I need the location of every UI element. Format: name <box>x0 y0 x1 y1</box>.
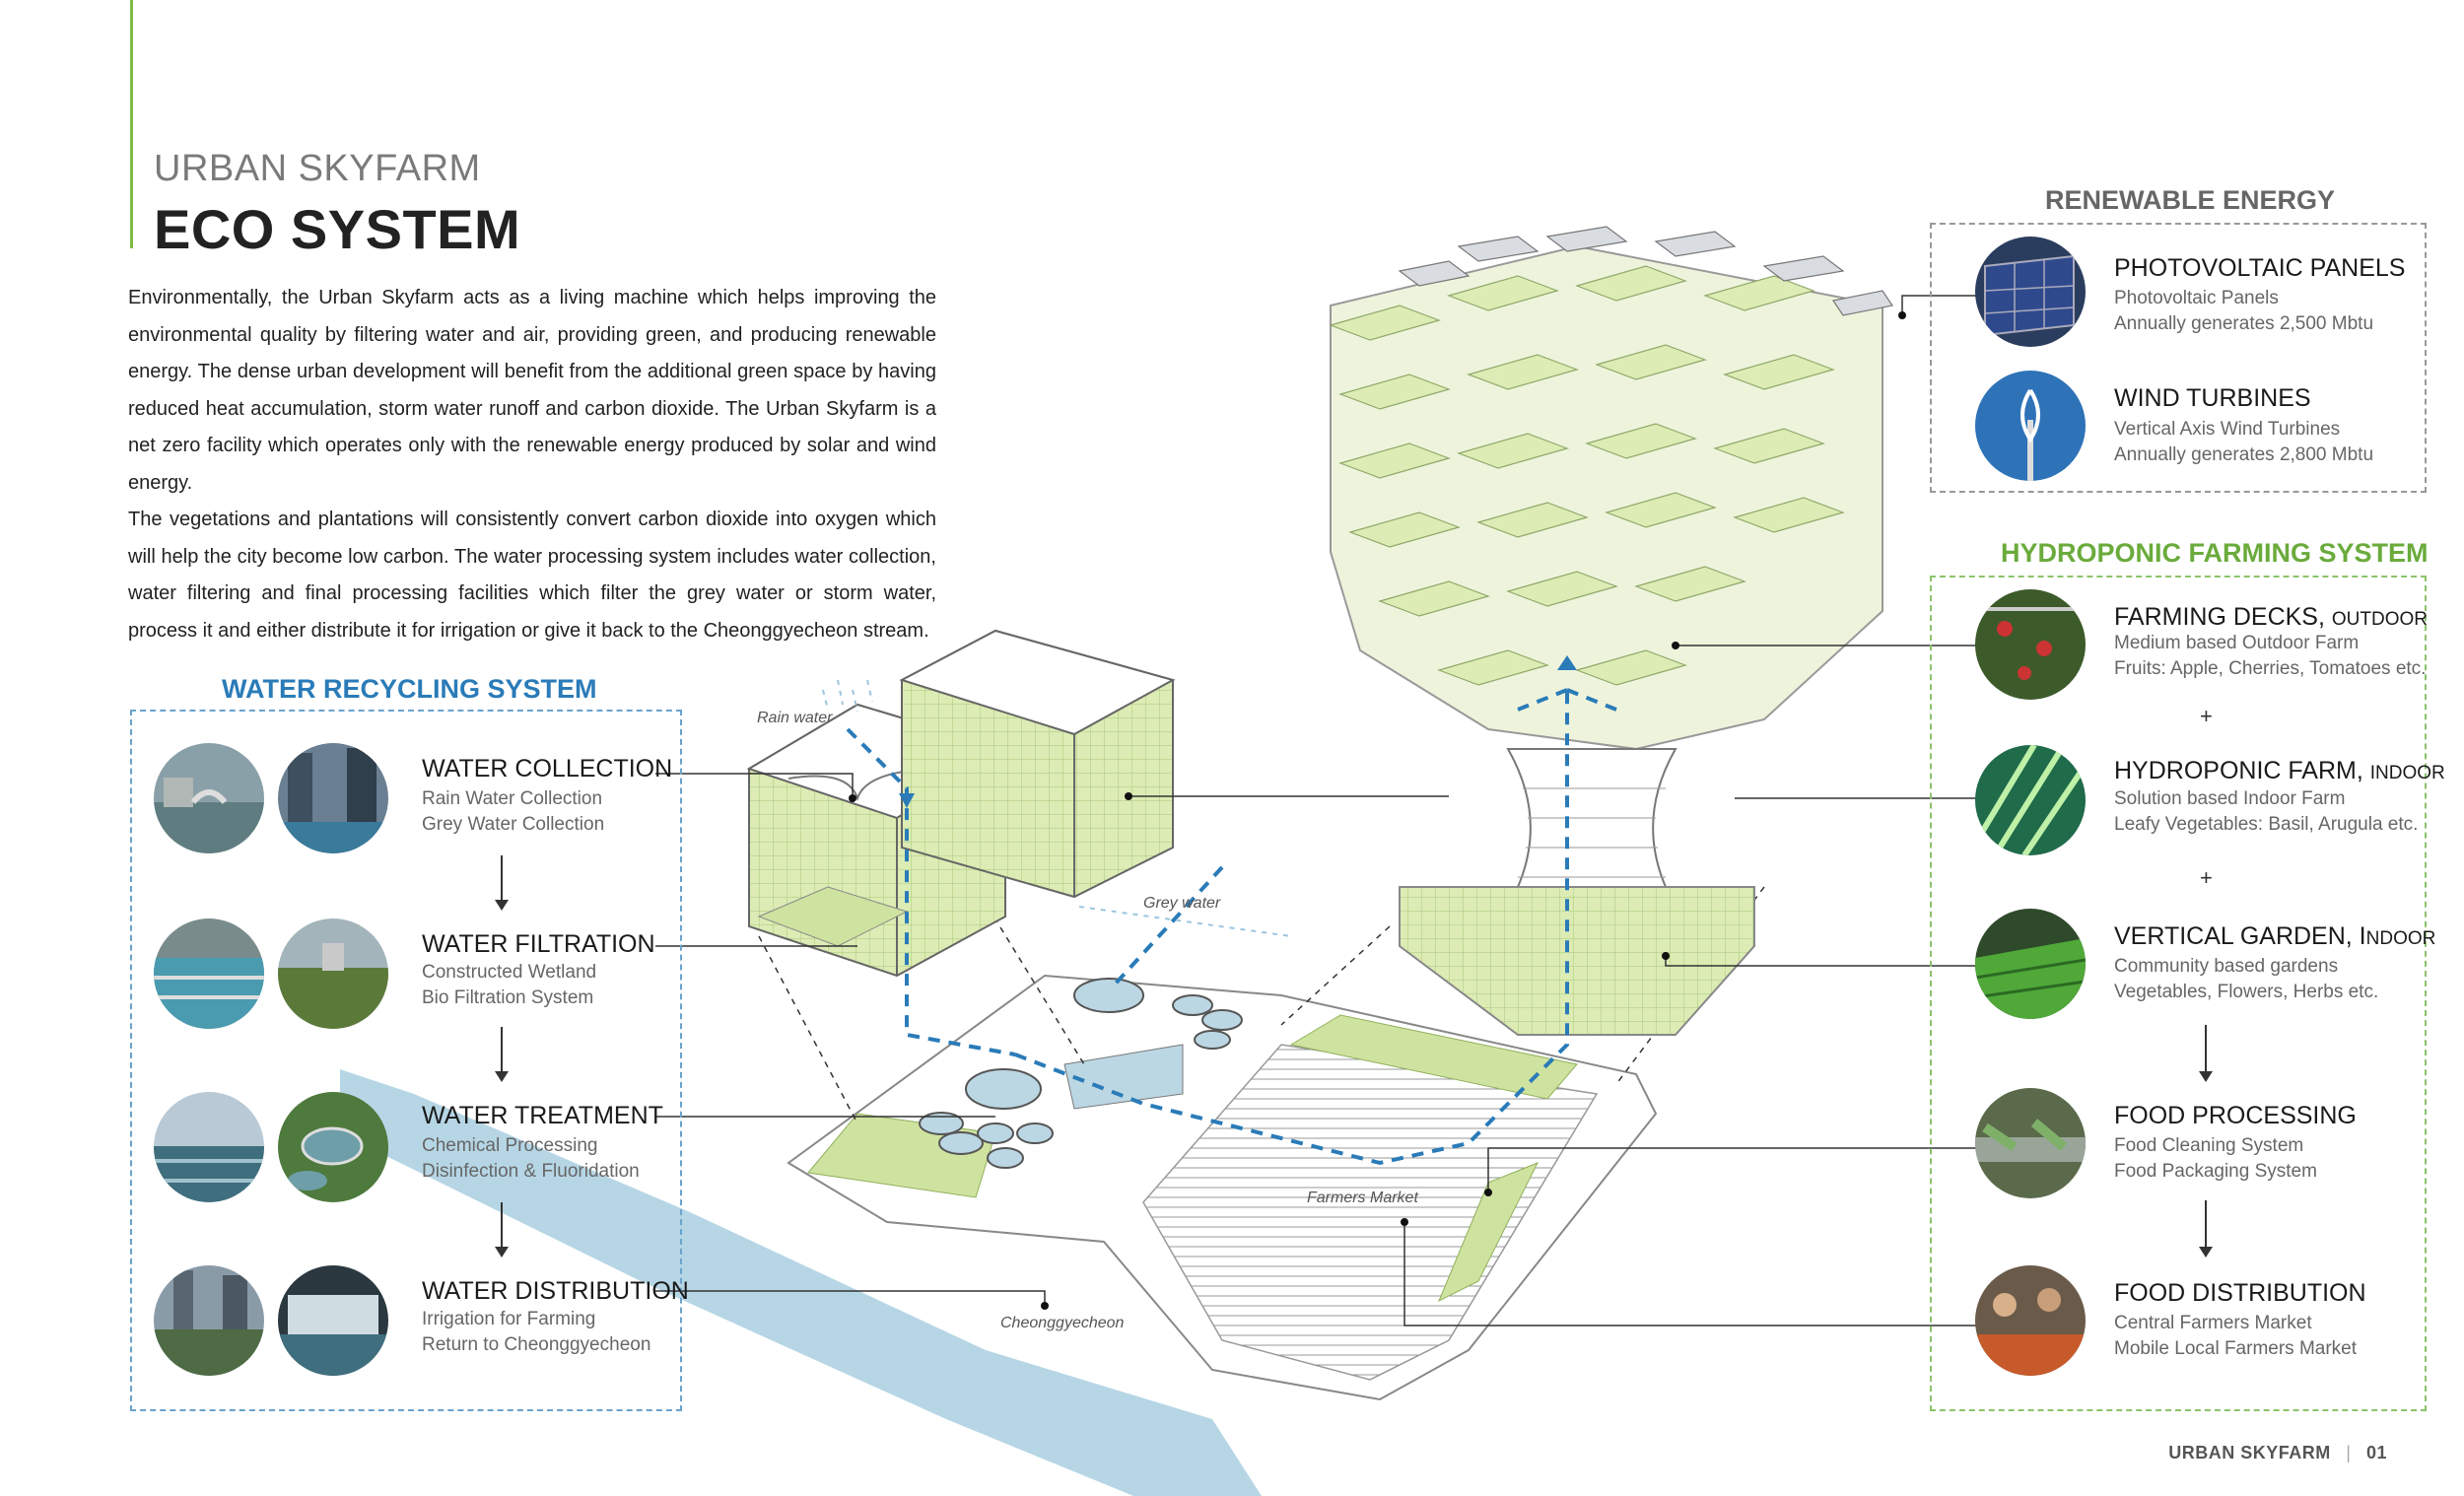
water-building-right <box>899 629 1176 899</box>
water-system-title: WATER RECYCLING SYSTEM <box>222 674 597 704</box>
hydroponic-farm-line-1: Solution based Indoor Farm <box>2114 788 2346 809</box>
water-treatment-photo-1 <box>154 1092 264 1202</box>
farming-decks-photo <box>1975 589 2086 700</box>
vertical-garden-line-2: Vegetables, Flowers, Herbs etc. <box>2114 982 2379 1002</box>
wind-turbine-line-2: Annually generates 2,800 Mbtu <box>2114 444 2374 465</box>
intro-paragraph-2: The vegetations and plantations will con… <box>128 509 936 642</box>
food-distribution-line-2: Mobile Local Farmers Market <box>2114 1338 2358 1359</box>
ground-slab-left <box>757 886 909 947</box>
green-lawn-2 <box>1438 1162 1540 1303</box>
water-filtration-title: WATER FILTRATION <box>422 930 655 958</box>
market-area <box>1142 1044 1599 1381</box>
page-title: ECO SYSTEM <box>154 198 521 260</box>
water-distribution-photo-1 <box>154 1265 264 1376</box>
vertical-garden-photo <box>1975 909 2086 1019</box>
farming-decks-line-2: Fruits: Apple, Cherries, Tomatoes etc. <box>2114 658 2427 679</box>
footer-page-number: 01 <box>2365 1443 2387 1462</box>
photovoltaic-photo <box>1975 237 2086 347</box>
water-flow-arrow-1 <box>495 855 509 911</box>
wind-turbine-title: WIND TURBINES <box>2114 384 2311 412</box>
water-distribution-title: WATER DISTRIBUTION <box>422 1277 689 1305</box>
filtration-ponds <box>1063 1044 1184 1110</box>
water-distribution-photo-2 <box>278 1265 388 1376</box>
plus-sign-1: + <box>2200 704 2213 728</box>
water-filtration-line-1: Constructed Wetland <box>422 962 597 983</box>
rain-drops <box>822 679 1292 937</box>
water-collection-photo-2 <box>278 743 388 853</box>
label-grey-water: Grey water <box>1143 895 1221 912</box>
water-distribution-line-1: Irrigation for Farming <box>422 1309 596 1329</box>
food-distribution-title: FOOD DISTRIBUTION <box>2114 1279 2366 1307</box>
footer-text: URBAN SKYFARM <box>2168 1443 2331 1462</box>
wind-turbine-photo <box>1975 371 2086 481</box>
water-treatment-line-2: Disinfection & Fluoridation <box>422 1161 640 1182</box>
photovoltaic-line-1: Photovoltaic Panels <box>2114 288 2279 308</box>
energy-title: RENEWABLE ENERGY <box>2045 185 2336 215</box>
water-filtration-photo-1 <box>154 918 264 1029</box>
skyfarm-tower <box>1329 226 1893 1036</box>
hydroponic-farm-photo <box>1975 745 2086 855</box>
water-collection-line-1: Rain Water Collection <box>422 788 603 809</box>
page-footer: URBAN SKYFARM | 01 <box>2168 1443 2387 1463</box>
food-processing-line-2: Food Packaging System <box>2114 1161 2317 1182</box>
photovoltaic-line-2: Annually generates 2,500 Mbtu <box>2114 313 2374 334</box>
farming-flow-arrow-1 <box>2199 1025 2213 1082</box>
label-rain-water: Rain water <box>757 710 833 726</box>
plus-sign-2: + <box>2200 865 2213 890</box>
treatment-tanks <box>919 978 1243 1169</box>
wind-turbine-line-1: Vertical Axis Wind Turbines <box>2114 419 2341 440</box>
title-accent-line <box>130 0 133 248</box>
green-lawn-1 <box>1289 1014 1578 1100</box>
water-treatment-photo-2 <box>278 1092 388 1202</box>
water-collection-line-2: Grey Water Collection <box>422 814 605 835</box>
water-flow-path <box>846 688 1617 1166</box>
water-system-box <box>130 710 682 1411</box>
intro-paragraph-1: Environmentally, the Urban Skyfarm acts … <box>128 287 936 494</box>
farming-box <box>1930 576 2427 1411</box>
water-distribution-line-2: Return to Cheonggyecheon <box>422 1334 651 1355</box>
water-treatment-title: WATER TREATMENT <box>422 1102 663 1129</box>
food-processing-photo <box>1975 1088 2086 1198</box>
hydroponic-farm-title: HYDROPONIC FARM, INDOOR <box>2114 757 2445 784</box>
water-treatment-line-1: Chemical Processing <box>422 1135 598 1156</box>
food-distribution-line-1: Central Farmers Market <box>2114 1313 2312 1333</box>
leader-dots <box>849 311 1906 1310</box>
water-flow-arrowheads <box>899 655 1577 808</box>
water-collection-photo-1 <box>154 743 264 853</box>
label-farmers-market: Farmers Market <box>1307 1190 1418 1206</box>
food-processing-title: FOOD PROCESSING <box>2114 1102 2357 1129</box>
water-flow-arrow-3 <box>495 1202 509 1258</box>
energy-box <box>1930 223 2427 493</box>
hydroponic-farm-line-2: Leafy Vegetables: Basil, Arugula etc. <box>2114 814 2419 835</box>
food-distribution-photo <box>1975 1265 2086 1376</box>
label-cheonggyecheon: Cheonggyecheon <box>1000 1315 1125 1331</box>
vertical-garden-title: VERTICAL GARDEN, INDOOR <box>2114 922 2436 950</box>
water-filtration-photo-2 <box>278 918 388 1029</box>
water-collection-title: WATER COLLECTION <box>422 755 673 782</box>
water-filtration-line-2: Bio Filtration System <box>422 987 594 1008</box>
photovoltaic-title: PHOTOVOLTAIC PANELS <box>2114 254 2406 282</box>
farming-decks-line-1: Medium based Outdoor Farm <box>2114 633 2360 653</box>
farming-flow-arrow-2 <box>2199 1200 2213 1258</box>
water-flow-arrow-2 <box>495 1027 509 1082</box>
footer-separator: | <box>2346 1443 2352 1462</box>
farming-decks-title: FARMING DECKS, OUTDOOR <box>2114 603 2428 631</box>
vertical-garden-line-1: Community based gardens <box>2114 956 2339 977</box>
food-processing-line-1: Food Cleaning System <box>2114 1135 2304 1156</box>
farming-title: HYDROPONIC FARMING SYSTEM <box>2001 538 2429 568</box>
cheonggyecheon-stream <box>340 1069 1262 1496</box>
page-kicker: URBAN SKYFARM <box>154 148 481 189</box>
